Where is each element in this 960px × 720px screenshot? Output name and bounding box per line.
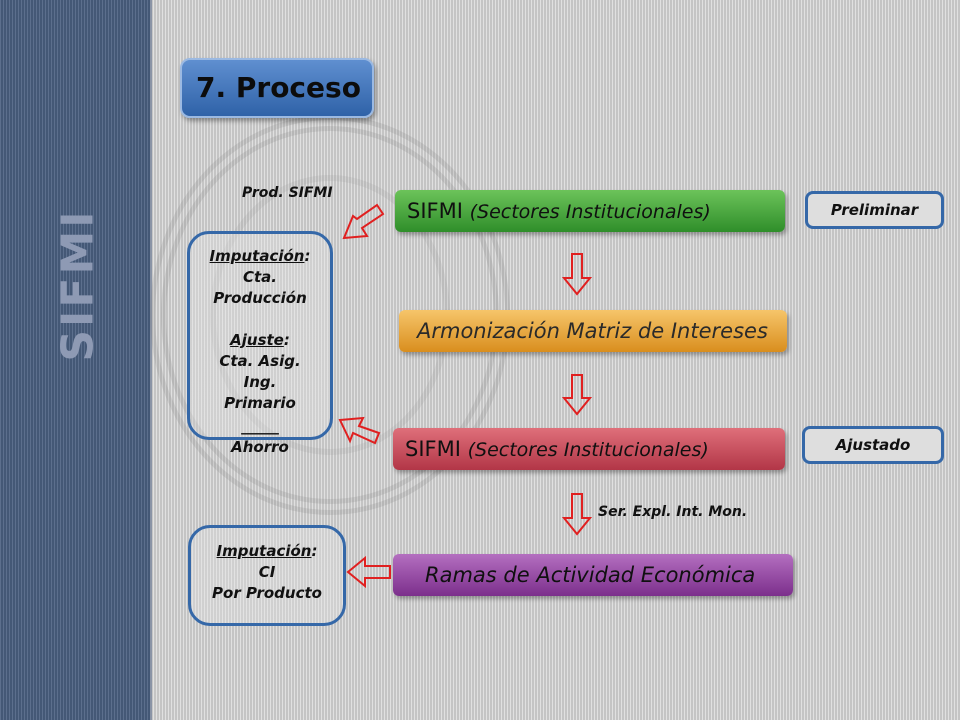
sidebar: SIFMI bbox=[0, 0, 152, 720]
arrow-down-2 bbox=[561, 374, 593, 416]
tag-ajustado: Ajustado bbox=[802, 426, 944, 464]
panel-bottom-line2: Por Producto bbox=[212, 584, 322, 602]
step-sifmi-preliminary: SIFMI (Sectores Institucionales) bbox=[395, 190, 785, 232]
panel-top-line4: Ing. bbox=[243, 373, 277, 391]
slide-title: 7. Proceso bbox=[180, 58, 374, 118]
step-sifmi-adjusted: SIFMI (Sectores Institucionales) bbox=[393, 428, 785, 470]
label-prod-sifmi: Prod. SIFMI bbox=[242, 185, 333, 201]
panel-top-line2: Producción bbox=[213, 289, 307, 307]
step3-sub: (Sectores Institucionales) bbox=[467, 439, 709, 461]
step1-main: SIFMI bbox=[407, 199, 463, 223]
step-armonizacion: Armonización Matriz de Intereses bbox=[399, 310, 787, 352]
tag-preliminar: Preliminar bbox=[805, 191, 944, 229]
panel-top-text: Imputación: Cta. Producción Ajuste: Cta.… bbox=[187, 246, 333, 458]
panel-top-ajuste: Ajuste bbox=[230, 331, 284, 349]
label-ser-expl: Ser. Expl. Int. Mon. bbox=[598, 504, 748, 520]
panel-top-ajuste-line: Ajuste: bbox=[187, 330, 333, 351]
panel-top-imputacion-colon: : bbox=[304, 247, 311, 265]
panel-top-line1: Cta. bbox=[243, 268, 277, 286]
step-ramas-actividad: Ramas de Actividad Económica bbox=[393, 554, 793, 596]
panel-bottom-text: Imputación: CI Por Producto bbox=[188, 541, 346, 604]
step1-sub: (Sectores Institucionales) bbox=[469, 201, 711, 223]
arrow-left-bottom bbox=[346, 555, 391, 589]
panel-bottom-imputacion-line: Imputación: bbox=[188, 541, 346, 562]
panel-top-imputacion-line: Imputación: bbox=[187, 246, 333, 267]
panel-bottom-imputacion-colon: : bbox=[311, 542, 318, 560]
panel-imputacion-ajuste bbox=[187, 231, 333, 440]
panel-top-ahorro: Ahorro bbox=[231, 438, 289, 456]
arrow-down-3 bbox=[561, 493, 593, 536]
arrow-diag-mid bbox=[338, 416, 381, 445]
panel-top-rule: _____ bbox=[241, 417, 279, 435]
panel-bottom-line1: CI bbox=[258, 563, 276, 581]
panel-top-line5: Primario bbox=[224, 394, 296, 412]
panel-bottom-imputacion: Imputación bbox=[216, 542, 312, 560]
panel-imputacion-ci bbox=[188, 525, 346, 626]
arrow-diag-top bbox=[342, 203, 385, 240]
arrow-down-1 bbox=[561, 253, 593, 296]
panel-top-imputacion: Imputación bbox=[209, 247, 305, 265]
panel-top-ajuste-colon: : bbox=[283, 331, 290, 349]
panel-top-line3: Cta. Asig. bbox=[219, 352, 301, 370]
step3-main: SIFMI bbox=[405, 437, 461, 461]
